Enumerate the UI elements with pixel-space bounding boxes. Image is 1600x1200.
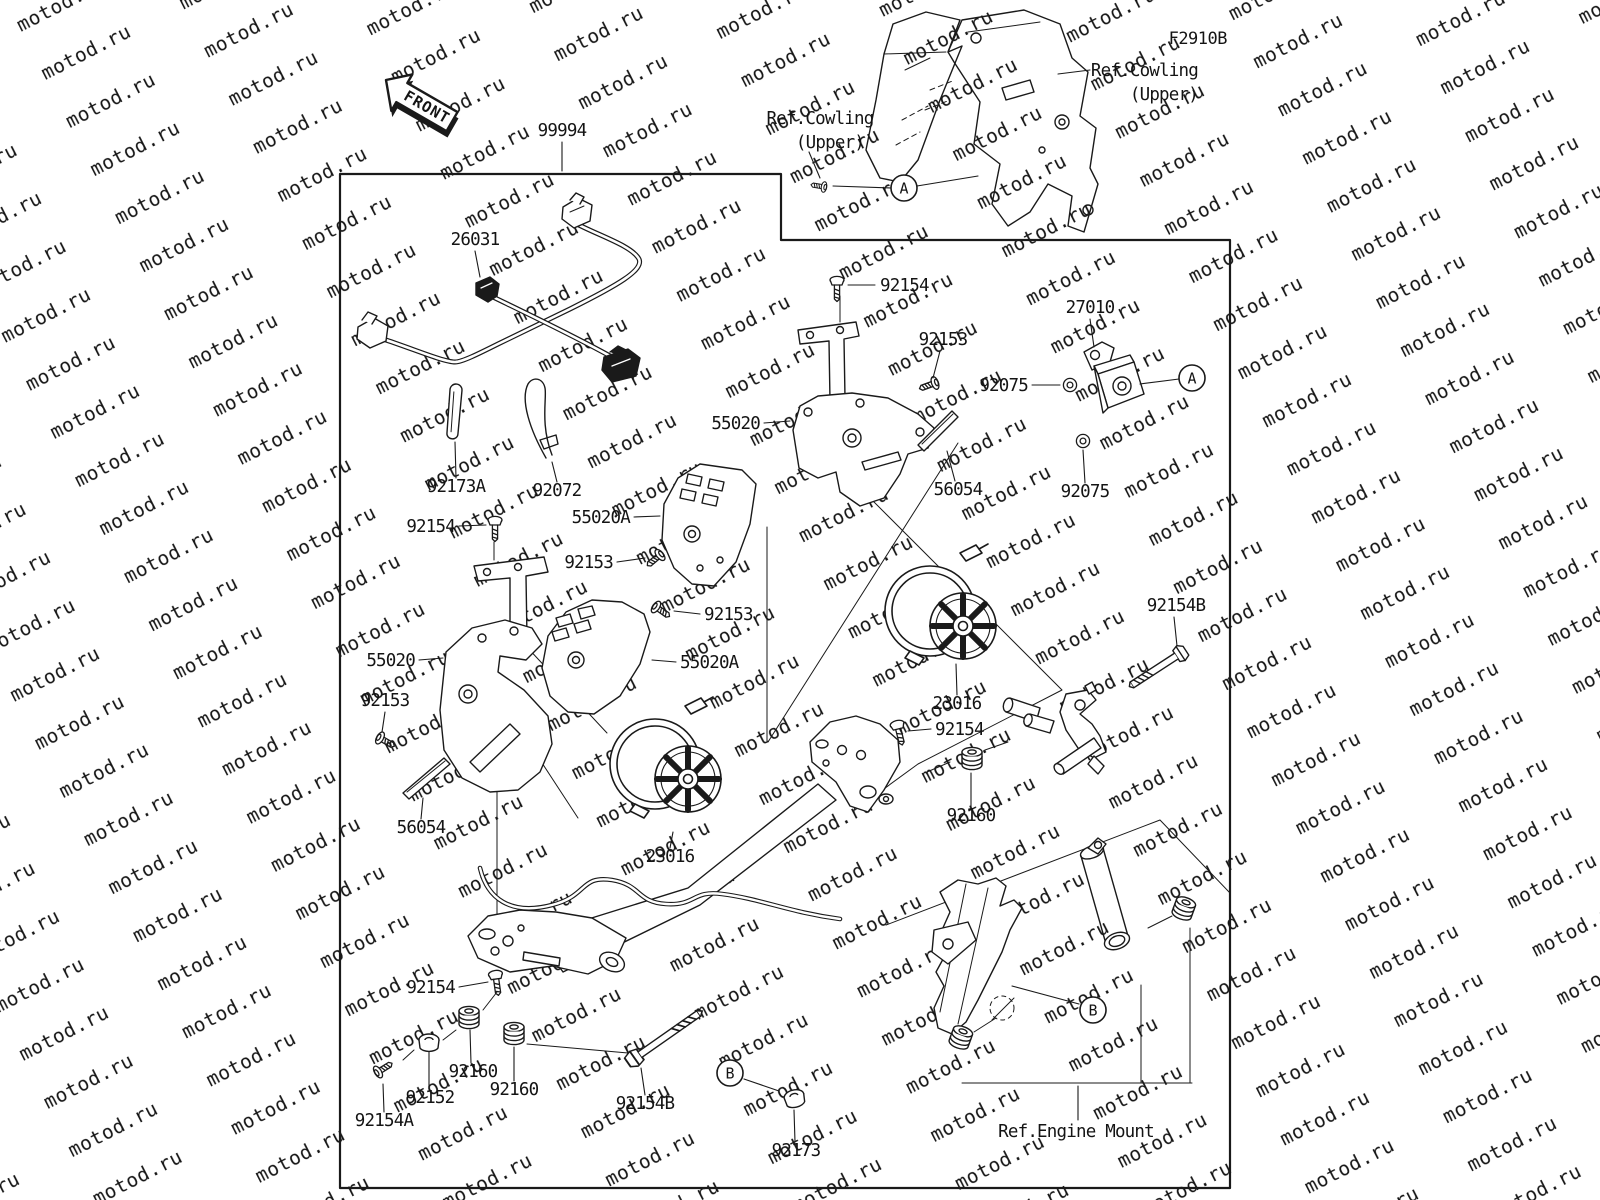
marker-a-letter: A bbox=[1187, 370, 1196, 388]
part-label-23016: 23016 bbox=[933, 694, 982, 714]
part-label-92154b: 92154B bbox=[1147, 596, 1206, 616]
pin-drawing bbox=[446, 383, 463, 440]
part-label-92154a: 92154A bbox=[355, 1111, 415, 1131]
ref-cowling-right-line1: Ref.Cowling bbox=[1091, 61, 1198, 81]
part-label-92154: 92154 bbox=[880, 276, 929, 296]
part-label-92153: 92153 bbox=[564, 553, 613, 573]
damper-92075 bbox=[1075, 433, 1091, 449]
bracket-55020a-lower-drawing bbox=[541, 599, 651, 715]
part-label-92154: 92154 bbox=[406, 517, 455, 537]
part-label-55020: 55020 bbox=[711, 414, 760, 434]
part-label-92160: 92160 bbox=[947, 806, 996, 826]
connector bbox=[601, 348, 641, 383]
leader-lines bbox=[381, 69, 1180, 1143]
mount-plate-drawing bbox=[467, 715, 901, 975]
damper-92075 bbox=[1062, 377, 1078, 393]
part-label-92152: 92152 bbox=[406, 1088, 455, 1108]
part-label-26031: 26031 bbox=[451, 230, 500, 250]
part-label-92173a: 92173A bbox=[427, 477, 487, 497]
part-label-23016: 23016 bbox=[646, 847, 695, 867]
part-label-92075: 92075 bbox=[979, 376, 1028, 396]
part-label-92072: 92072 bbox=[533, 481, 582, 501]
tape-strip-drawing bbox=[402, 410, 959, 800]
part-label-56054: 56054 bbox=[934, 480, 983, 500]
part-label-56054: 56054 bbox=[397, 818, 446, 838]
engine-mount-drawing bbox=[931, 837, 1173, 1035]
bracket-55020a-drawing bbox=[661, 463, 757, 587]
marker-b-circle bbox=[716, 1059, 744, 1087]
part-label-92160: 92160 bbox=[449, 1062, 498, 1082]
part-label-92153: 92153 bbox=[919, 330, 968, 350]
grommet-92160 bbox=[503, 1021, 525, 1046]
ref-cowling-right-line2: (Upper) bbox=[1130, 85, 1198, 105]
marker-b-letter: B bbox=[725, 1065, 734, 1083]
grommet-92160 bbox=[961, 746, 983, 771]
part-label-92154b: 92154B bbox=[616, 1094, 675, 1114]
switch-drawing bbox=[1083, 341, 1145, 414]
clamp-26031 bbox=[475, 276, 500, 303]
peg-bracket-drawing bbox=[1002, 681, 1107, 775]
ref-engine-mount: Ref.Engine Mount bbox=[998, 1122, 1154, 1142]
part-label-99994: 99994 bbox=[538, 121, 587, 141]
part-label-27010: 27010 bbox=[1066, 298, 1115, 318]
part-label-55020a: 55020A bbox=[680, 653, 740, 673]
labels: A A B B F2910B Ref.Cowling (Upper) Ref.C… bbox=[355, 29, 1228, 1161]
detail-markers bbox=[716, 174, 1206, 1087]
marker-b-circle bbox=[1079, 996, 1107, 1024]
ref-cowling-left-line1: Ref.Cowling bbox=[766, 109, 873, 129]
figure-code: F2910B bbox=[1169, 29, 1228, 49]
bracket-55020-lower-drawing bbox=[439, 619, 553, 793]
marker-a-letter: A bbox=[899, 180, 908, 198]
cowling-upper-drawing bbox=[865, 9, 1099, 233]
marker-b-letter: B bbox=[1088, 1002, 1097, 1020]
marker-a-circle bbox=[1178, 364, 1206, 392]
harness-lead-drawing bbox=[477, 865, 843, 922]
part-label-92160: 92160 bbox=[490, 1080, 539, 1100]
part-label-92153: 92153 bbox=[361, 691, 410, 711]
part-label-92173: 92173 bbox=[772, 1141, 821, 1161]
harness-drawing bbox=[356, 192, 643, 383]
cable-tie-drawing bbox=[524, 378, 559, 459]
kit-boundary-box bbox=[338, 172, 1232, 1190]
part-label-55020a: 55020A bbox=[572, 508, 632, 528]
part-label-92075: 92075 bbox=[1061, 482, 1110, 502]
bracket-55020-drawing bbox=[792, 392, 935, 507]
ref-cowling-left-line2: (Upper) bbox=[796, 133, 864, 153]
part-label-92154: 92154 bbox=[406, 978, 455, 998]
marker-a-circle bbox=[890, 174, 918, 202]
part-label-55020: 55020 bbox=[366, 651, 415, 671]
part-label-92153: 92153 bbox=[704, 605, 753, 625]
front-arrow: FRONT bbox=[384, 73, 459, 138]
part-label-92154: 92154 bbox=[935, 720, 984, 740]
cap-92152 bbox=[418, 1033, 440, 1053]
grommet-92160 bbox=[458, 1005, 480, 1030]
